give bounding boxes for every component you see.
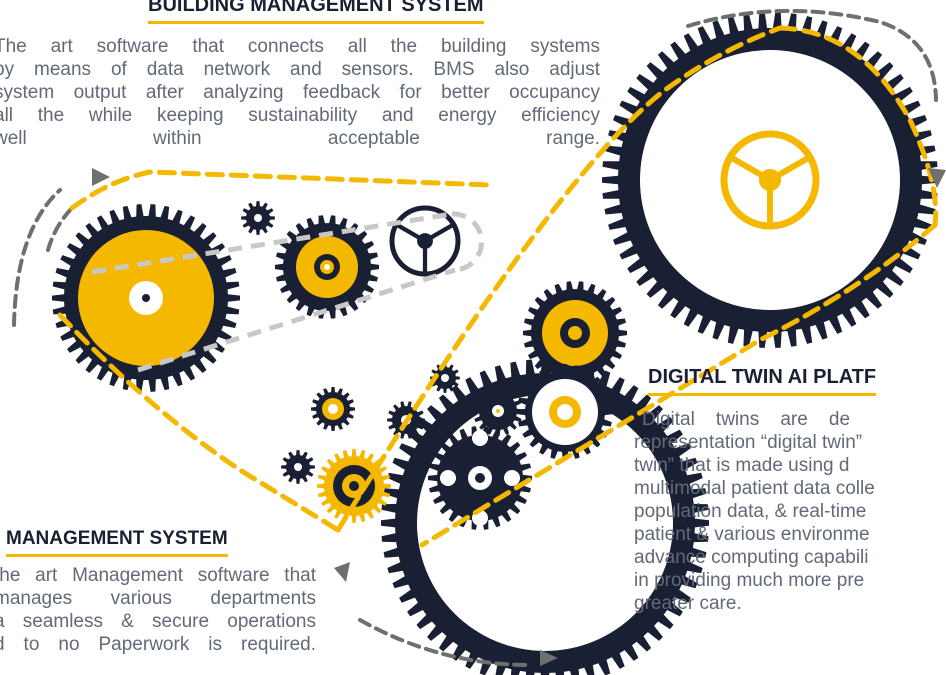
bms-line: system output after analyzing feedback f… [0,82,600,103]
bms-line: all the while keeping sustainability and… [0,105,600,126]
bms-title-underline [148,21,484,24]
connector-path [46,206,74,252]
digital-twin-heading: DIGITAL TWIN AI PLATF [648,366,877,396]
gear-icon [523,281,627,385]
connector-path [69,169,493,211]
digital-twin-title-underline [648,393,877,396]
gear-icon [428,426,532,530]
hms-line: manages various departments [0,588,316,609]
steering-wheel-icon [389,205,461,277]
connector-path [137,267,456,373]
hms-line: the art Management software that [0,565,316,586]
digital-twin-line: patient & various environme [634,524,870,545]
bms-title: BUILDING MANAGEMENT SYSTEM [148,0,484,16]
hms-line: a seamless & secure operations [0,611,316,632]
steering-wheel-icon [720,130,820,230]
connector-path [335,25,783,533]
connector-path [777,25,939,228]
gear-icon [241,201,275,235]
gear-icon [281,450,315,484]
connector-path [57,312,341,533]
digital-twin-line: Digital twins are de [642,409,851,430]
connector-path [358,618,532,667]
arrowhead-icon [928,168,946,188]
connector-path [686,8,938,102]
hms-line: d to no Paperwork is required. [0,634,316,655]
digital-twin-line: in providing much more pre [634,570,865,591]
connector-path [91,211,453,275]
gear-icon [430,363,460,393]
digital-twin-description: Digital twins are de representation “dig… [634,408,946,615]
arrowhead-icon [334,562,350,582]
bms-description: The art software that connects all the b… [0,35,600,150]
gear-icon [317,449,391,523]
hms-description: the art Management software that manages… [0,564,316,656]
connector-path [12,188,62,327]
arrowhead-icon [540,650,558,666]
hms-title-underline [6,554,228,557]
digital-twin-title: DIGITAL TWIN AI PLATF [648,366,877,388]
gear-icon [311,387,355,431]
digital-twin-line: greater care. [634,593,742,614]
digital-twin-line: representation “digital twin” [634,432,863,453]
bms-line: by means of data network and sensors. BM… [0,59,600,80]
gear-icon [52,204,240,392]
gear-icon [473,386,523,436]
connector-path [451,211,484,273]
hms-title: MANAGEMENT SYSTEM [6,528,228,549]
digital-twin-line: multimodal patient data colle [634,478,875,499]
gear-icon [517,364,613,460]
digital-twin-line: advance computing capabili [634,547,869,568]
bms-heading: BUILDING MANAGEMENT SYSTEM [148,0,484,24]
hms-heading: MANAGEMENT SYSTEM [6,528,228,557]
digital-twin-line: population data, & real-time [634,501,867,522]
digital-twin-line: twin” that is made using d [634,455,850,476]
connector-path [419,222,938,548]
gear-icon [275,215,379,319]
bms-line: The art software that connects all the b… [0,36,600,57]
bms-line: well within acceptable range. [0,128,600,149]
arrowhead-icon [92,168,110,186]
